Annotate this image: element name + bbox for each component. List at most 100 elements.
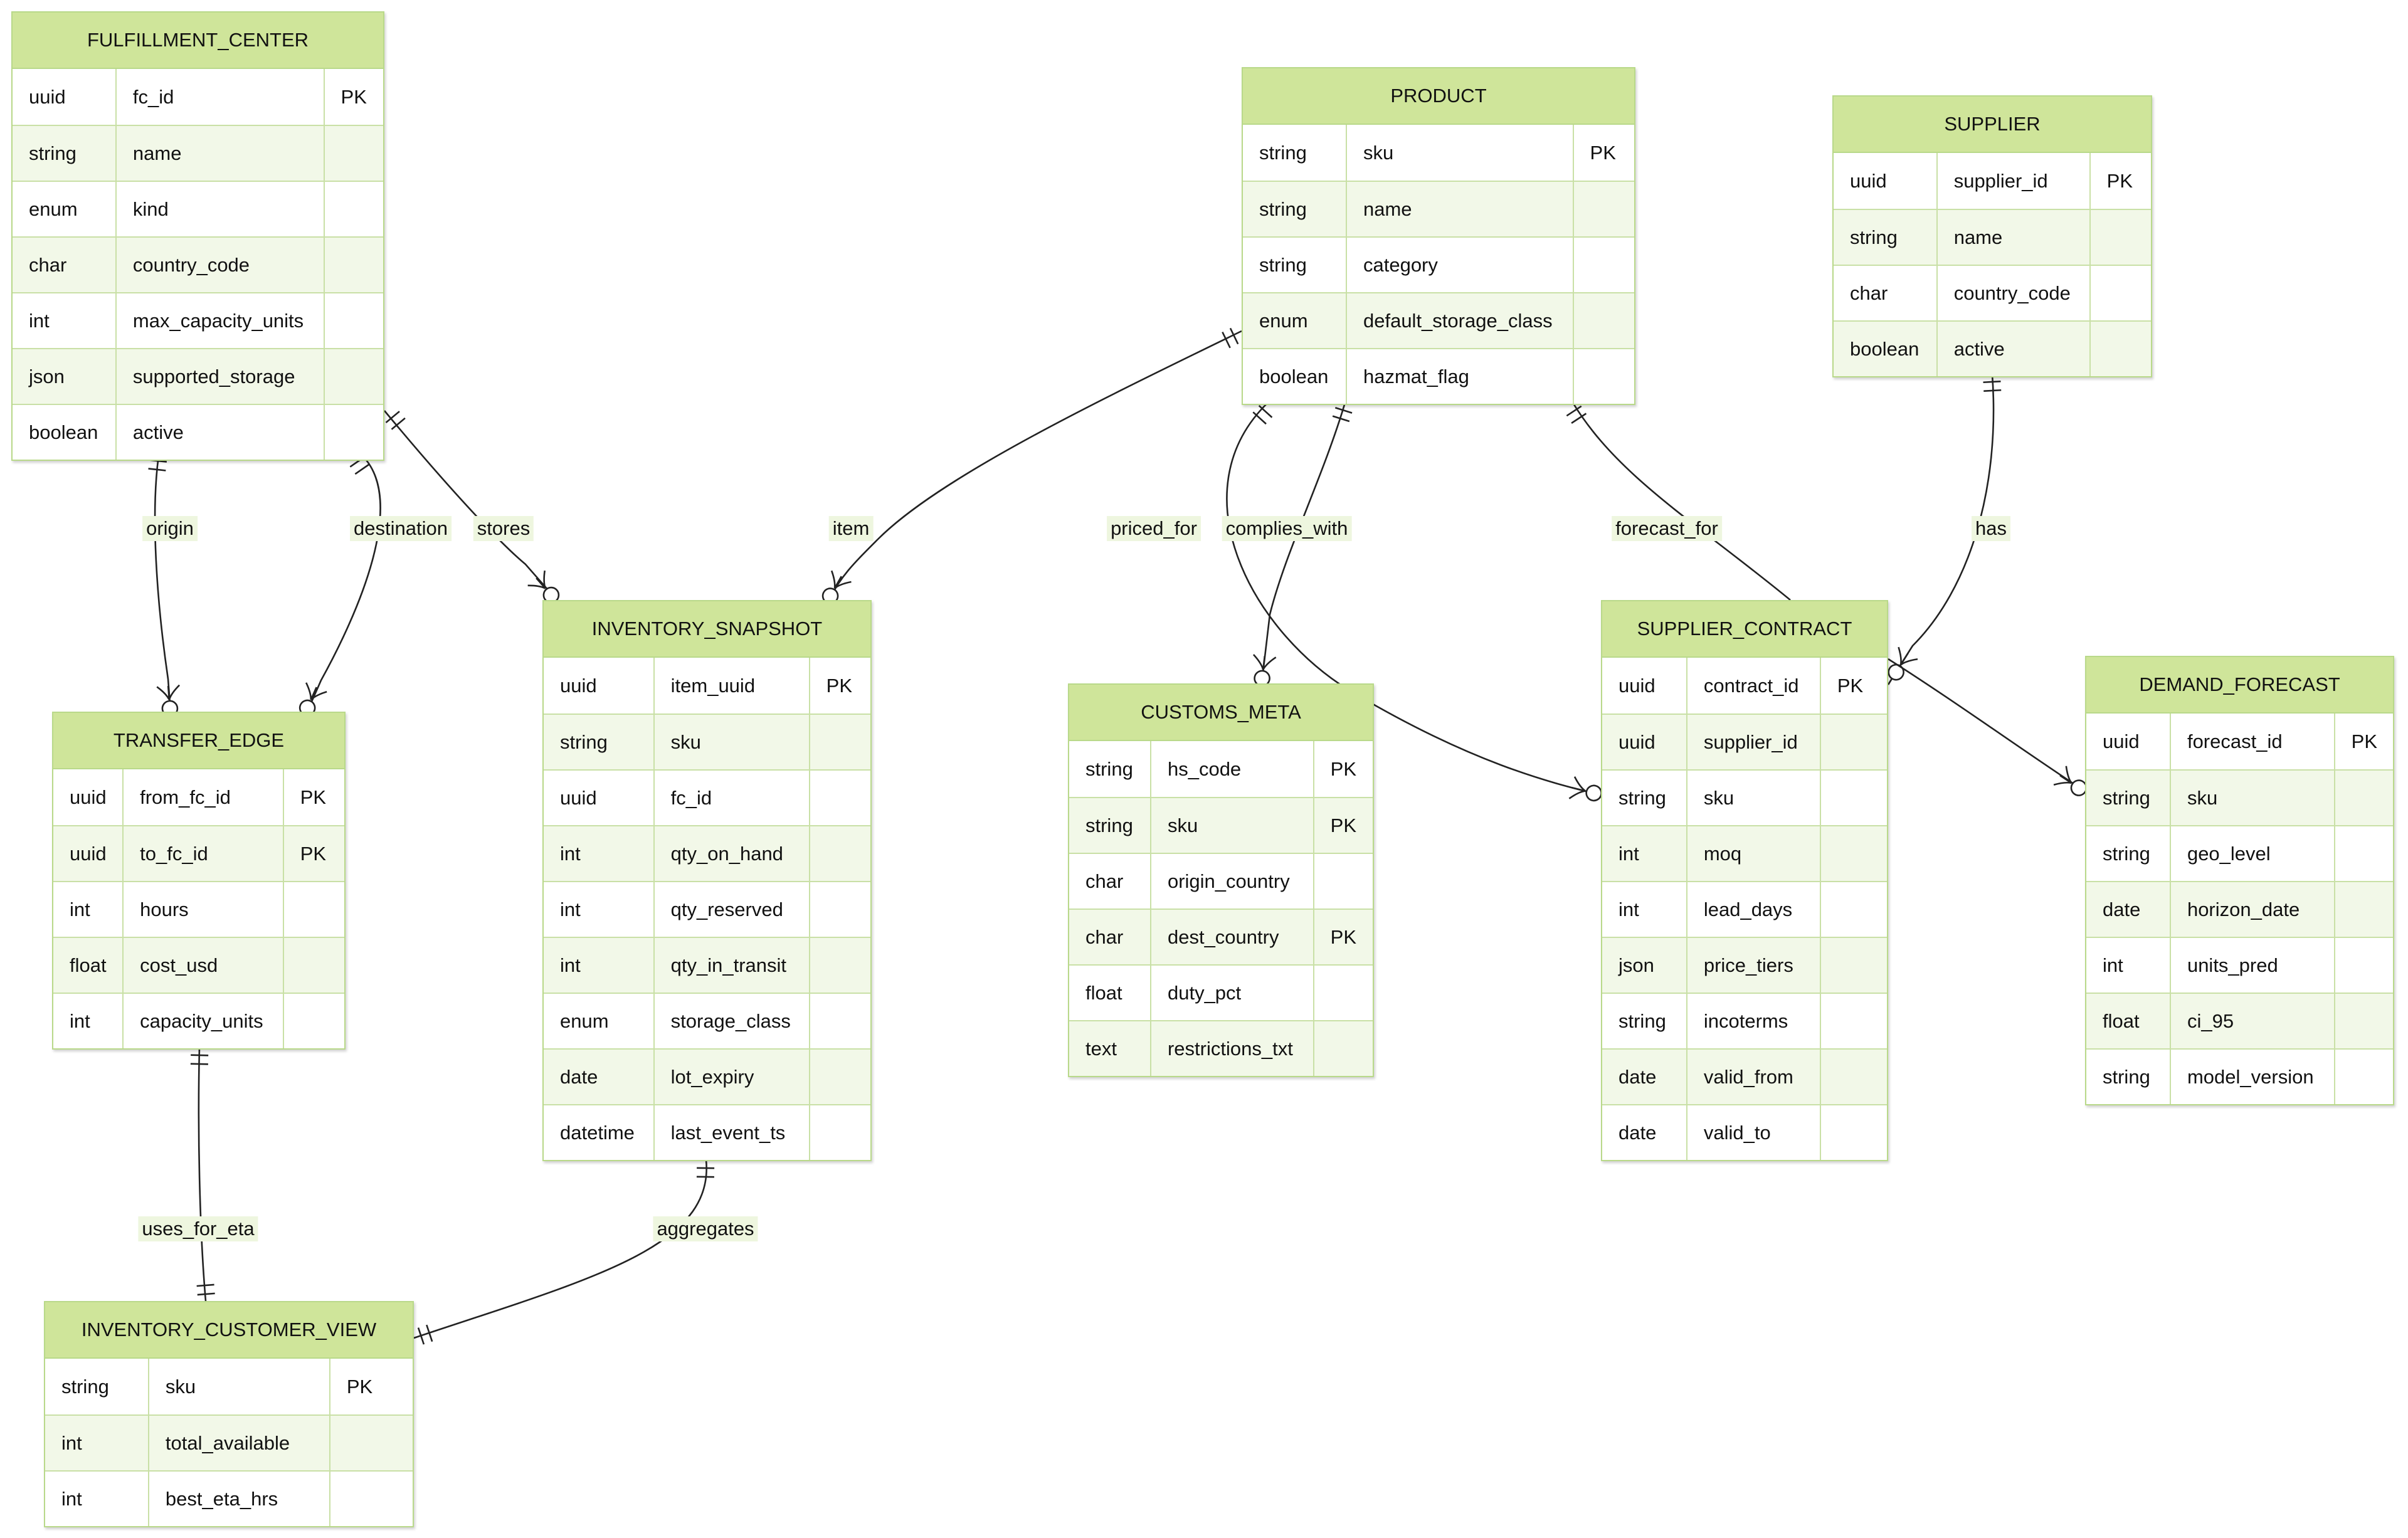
- attribute-type: char: [13, 238, 117, 292]
- attribute-key: PK: [1590, 141, 1616, 164]
- attribute-name: duty_pct: [1151, 966, 1314, 1020]
- attribute-key: [330, 1416, 413, 1470]
- attribute-key: [1574, 293, 1634, 348]
- attribute-name: item_uuid: [655, 658, 810, 714]
- attribute-type: json: [1602, 938, 1687, 993]
- attribute-name: qty_on_hand: [655, 826, 810, 881]
- relationship-line: [154, 455, 172, 712]
- attribute-key: PK: [341, 85, 367, 108]
- relationship-label: forecast_for: [1612, 516, 1722, 541]
- attribute-type: int: [1602, 826, 1687, 881]
- attribute-type: string: [1243, 238, 1347, 292]
- attribute-type: string: [1069, 798, 1151, 853]
- attribute-name: qty_reserved: [655, 882, 810, 937]
- attribute-key: [2335, 1050, 2393, 1104]
- attribute-type: enum: [1243, 293, 1347, 348]
- attribute-name: capacity_units: [124, 994, 284, 1048]
- attribute-type: float: [1069, 966, 1151, 1020]
- attribute-name: sku: [1347, 125, 1574, 181]
- attribute-type: uuid: [53, 769, 124, 825]
- attribute-name: geo_level: [2171, 826, 2335, 881]
- relationship-line: [1260, 402, 1346, 684]
- attribute-type: int: [53, 882, 124, 937]
- attribute-name: valid_to: [1687, 1105, 1821, 1160]
- relationship-label: origin: [142, 516, 198, 541]
- entity-title: TRANSFER_EDGE: [53, 713, 344, 769]
- attribute-key: [1574, 182, 1634, 236]
- attribute-type: int: [45, 1472, 149, 1526]
- attribute-key: [1574, 349, 1634, 404]
- attribute-type: date: [1602, 1050, 1687, 1104]
- attribute-name: sku: [1151, 798, 1314, 853]
- attribute-type: float: [2086, 994, 2171, 1048]
- one-marker: [1983, 380, 2002, 392]
- attribute-name: price_tiers: [1687, 938, 1821, 993]
- one-marker: [1222, 327, 1239, 349]
- attribute-key: PK: [300, 786, 327, 808]
- relationship-line: [1888, 658, 2086, 793]
- attribute-key: PK: [2351, 730, 2378, 752]
- attribute-key: [810, 994, 870, 1048]
- attribute-key: [1314, 1021, 1373, 1076]
- one-marker: [196, 1283, 215, 1296]
- attribute-key: PK: [346, 1375, 373, 1398]
- attribute-type: uuid: [544, 771, 655, 825]
- attribute-name: cost_usd: [124, 938, 284, 993]
- attribute-key: [1821, 938, 1887, 993]
- attribute-name: horizon_date: [2171, 882, 2335, 937]
- attribute-key: PK: [1837, 674, 1864, 697]
- attribute-name: contract_id: [1687, 658, 1821, 714]
- attribute-name: name: [1347, 182, 1574, 236]
- one-marker: [1252, 404, 1273, 425]
- attribute-type: string: [45, 1359, 149, 1414]
- attribute-type: string: [2086, 1050, 2171, 1104]
- attribute-type: enum: [13, 182, 117, 236]
- entity-title: CUSTOMS_META: [1069, 685, 1373, 741]
- attribute-name: best_eta_hrs: [149, 1472, 330, 1526]
- attribute-name: to_fc_id: [124, 826, 284, 881]
- relationship-label: item: [828, 516, 874, 541]
- attribute-name: hs_code: [1151, 741, 1314, 797]
- many-marker: [821, 570, 852, 604]
- attribute-name: default_storage_class: [1347, 293, 1574, 348]
- attribute-type: string: [1243, 125, 1347, 181]
- attribute-key: [325, 238, 383, 292]
- attribute-name: sku: [149, 1359, 330, 1414]
- attribute-key: PK: [1330, 814, 1357, 836]
- many-marker: [1252, 654, 1277, 687]
- one-marker: [190, 1054, 209, 1065]
- attribute-key: [325, 349, 383, 404]
- relationship-label: has: [1972, 516, 2010, 541]
- attribute-key: [810, 1105, 870, 1160]
- attribute-name: forecast_id: [2171, 714, 2335, 769]
- attribute-key: PK: [1330, 925, 1357, 948]
- relationship-line: [1571, 402, 1791, 601]
- entity-title: FULFILLMENT_CENTER: [13, 13, 383, 69]
